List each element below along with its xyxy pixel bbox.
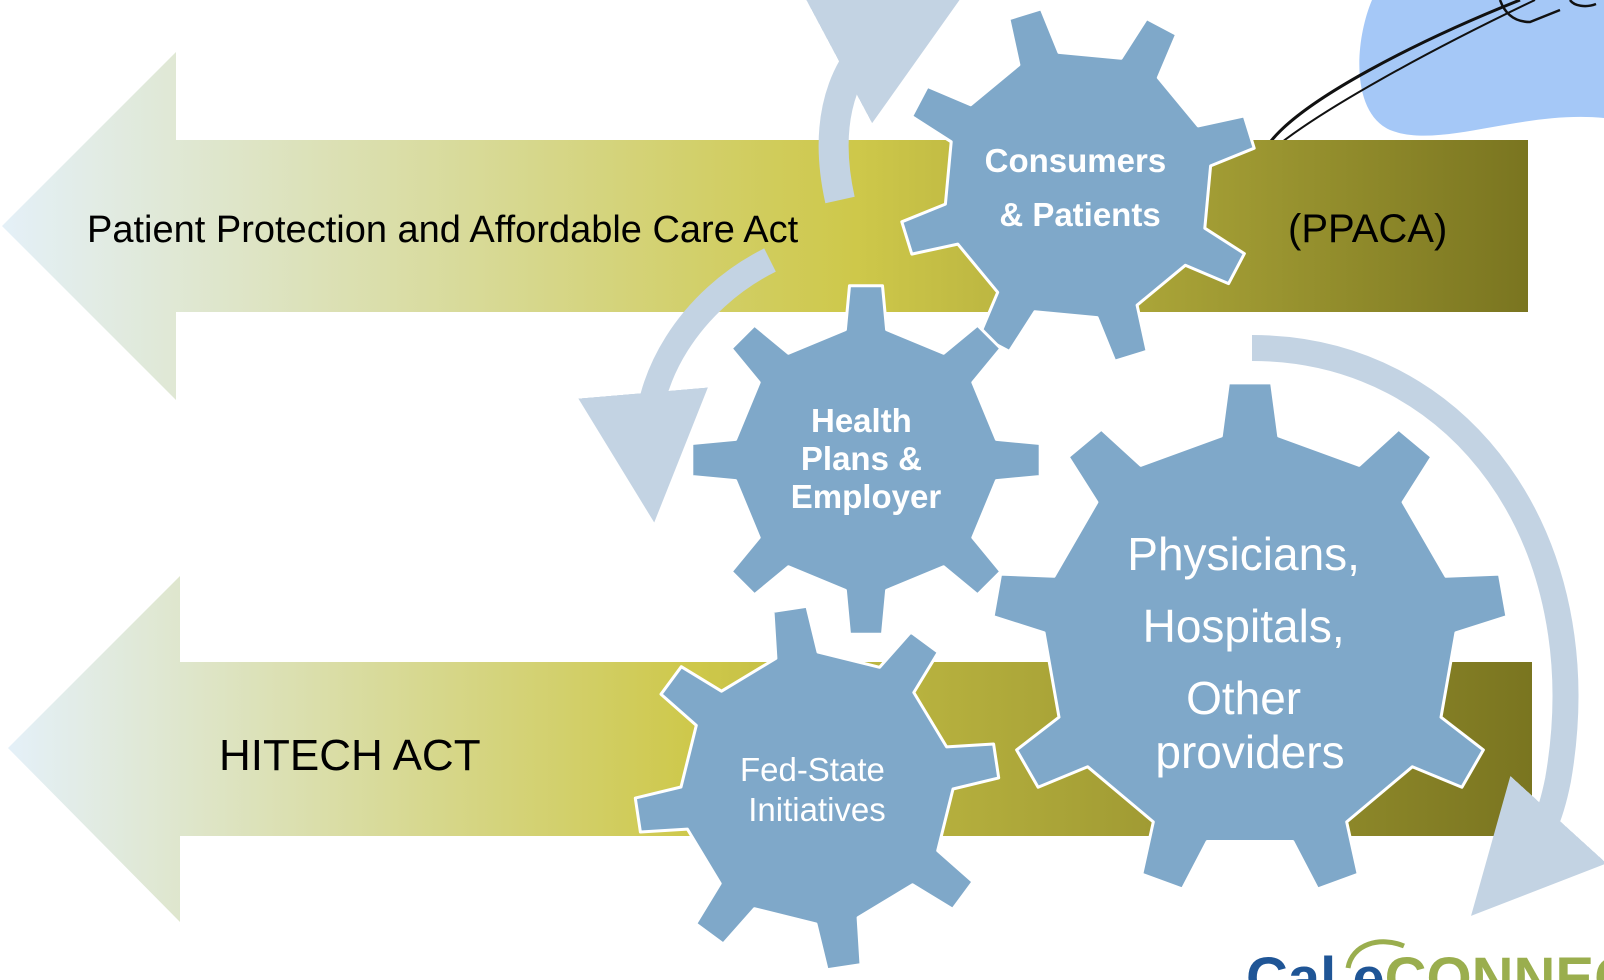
gear-consumers-label: Consumers & Patients [985, 142, 1176, 233]
corner-illustration [1264, 0, 1604, 158]
pen-line-inner-icon [1271, 0, 1536, 151]
gear-health-plans [690, 284, 1042, 636]
corner-blob [1359, 0, 1604, 136]
logo-cal: Cal [1246, 946, 1352, 980]
cycle-arrows [578, 0, 1604, 916]
ppaca-label: Patient Protection and Affordable Care A… [87, 209, 799, 251]
gear-health-plans-label: Health Plans & Employer [791, 402, 942, 515]
logo-swoosh-icon [1345, 939, 1405, 969]
logo-connect: CONNECT [1385, 946, 1604, 980]
hitech-label: HITECH ACT [219, 731, 481, 780]
gear-fed-state-label: Fed-State Initiatives [740, 751, 894, 828]
gear-providers [991, 381, 1509, 891]
gear-providers-label: Physicians, Hospitals, Other providers [1127, 528, 1372, 778]
gear-consumers [900, 7, 1256, 363]
logo-text: Cal eCONNECT [1246, 946, 1604, 980]
cycle-arrow-right [1251, 335, 1604, 916]
cycle-arrow-left [578, 248, 776, 523]
gears [633, 7, 1509, 972]
gear-fed-state [633, 604, 1001, 972]
cal-econnect-logo: Cal eCONNECT [1246, 939, 1604, 980]
pen-line-icon [1266, 0, 1521, 146]
cycle-arrow-top [801, 0, 970, 204]
ppaca-arrow [2, 52, 1528, 400]
pen-clip-icon [1498, 0, 1597, 24]
ppaca-abbrev: (PPACA) [1288, 207, 1447, 251]
